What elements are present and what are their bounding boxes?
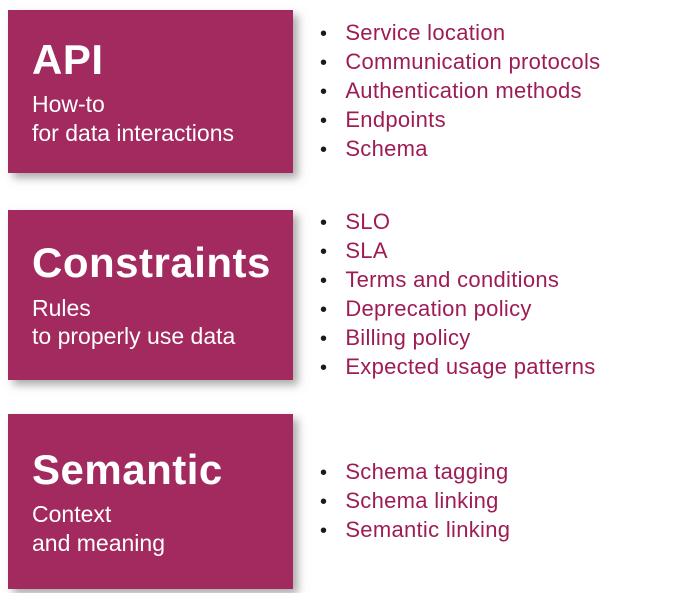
list-item-text: Schema tagging <box>345 459 509 484</box>
list-item: • Schema tagging <box>320 458 510 487</box>
list-item: • Service location <box>320 19 600 48</box>
list-item: • Billing policy <box>320 324 596 353</box>
api-card-subtitle: How-to for data interactions <box>32 90 285 147</box>
bullet-icon: • <box>320 81 328 103</box>
row-semantic: Semantic Context and meaning • Schema tag… <box>8 414 700 589</box>
list-item-text: Authentication methods <box>345 78 582 103</box>
list-item-text: Communication protocols <box>345 49 601 74</box>
list-item-text: Billing policy <box>345 325 471 350</box>
constraints-list: • SLO • SLA • Terms and conditions • Depreca… <box>293 208 596 382</box>
bullet-icon: • <box>320 110 328 132</box>
list-item-text: Terms and conditions <box>345 267 560 292</box>
list-item-text: Semantic linking <box>345 517 511 542</box>
bullet-icon: • <box>320 328 328 350</box>
list-item: • SLA <box>320 237 596 266</box>
api-card-subtitle-line-2: for data interactions <box>32 119 235 146</box>
semantic-card-subtitle-line-1: Context <box>32 501 112 527</box>
api-card-subtitle-line-1: How-to <box>32 91 105 117</box>
list-item: • Terms and conditions <box>320 266 596 295</box>
list-item: • SLO <box>320 208 596 237</box>
list-item: • Endpoints <box>320 106 600 135</box>
semantic-card-subtitle-line-2: and meaning <box>32 529 165 556</box>
constraints-card-subtitle: Rules to properly use data <box>32 294 285 351</box>
list-item-text: SLA <box>345 238 388 263</box>
list-item-text: Deprecation policy <box>345 296 532 321</box>
bullet-icon: • <box>320 52 328 74</box>
semantic-card-subtitle: Context and meaning <box>32 500 285 557</box>
bullet-icon: • <box>320 270 328 292</box>
list-item: • Deprecation policy <box>320 295 596 324</box>
list-item-text: Schema linking <box>345 488 499 513</box>
list-item-text: Endpoints <box>345 107 446 132</box>
bullet-icon: • <box>320 491 328 513</box>
bullet-icon: • <box>320 462 328 484</box>
row-api: API How-to for data interactions • Servic… <box>8 10 700 173</box>
constraints-card-title: Constraints <box>32 239 271 287</box>
api-list: • Service location • Communication protoco… <box>293 19 600 164</box>
bullet-icon: • <box>320 241 328 263</box>
list-item: • Communication protocols <box>320 48 600 77</box>
constraints-card-subtitle-line-2: to properly use data <box>32 323 236 350</box>
list-item: • Authentication methods <box>320 77 600 106</box>
row-constraints: Constraints Rules to properly use data •… <box>8 208 700 382</box>
bullet-icon: • <box>320 520 328 542</box>
api-card: API How-to for data interactions <box>8 10 293 173</box>
bullet-icon: • <box>320 299 328 321</box>
semantic-list: • Schema tagging • Schema linking • Semanti… <box>293 458 510 545</box>
semantic-card: Semantic Context and meaning <box>8 414 293 589</box>
constraints-card-subtitle-line-1: Rules <box>32 294 91 321</box>
semantic-card-title: Semantic <box>32 445 223 493</box>
list-item: • Schema <box>320 135 600 164</box>
list-item-text: Schema <box>345 136 428 161</box>
bullet-icon: • <box>320 212 328 234</box>
list-item-text: Expected usage patterns <box>345 354 596 379</box>
constraints-card: Constraints Rules to properly use data <box>8 210 293 380</box>
bullet-icon: • <box>320 357 328 379</box>
bullet-icon: • <box>320 23 328 45</box>
list-item: • Expected usage patterns <box>320 353 596 382</box>
bullet-icon: • <box>320 139 328 161</box>
list-item: • Semantic linking <box>320 516 510 545</box>
api-card-title: API <box>32 35 104 83</box>
list-item: • Schema linking <box>320 487 510 516</box>
list-item-text: Service location <box>345 20 506 45</box>
list-item-text: SLO <box>345 209 391 234</box>
